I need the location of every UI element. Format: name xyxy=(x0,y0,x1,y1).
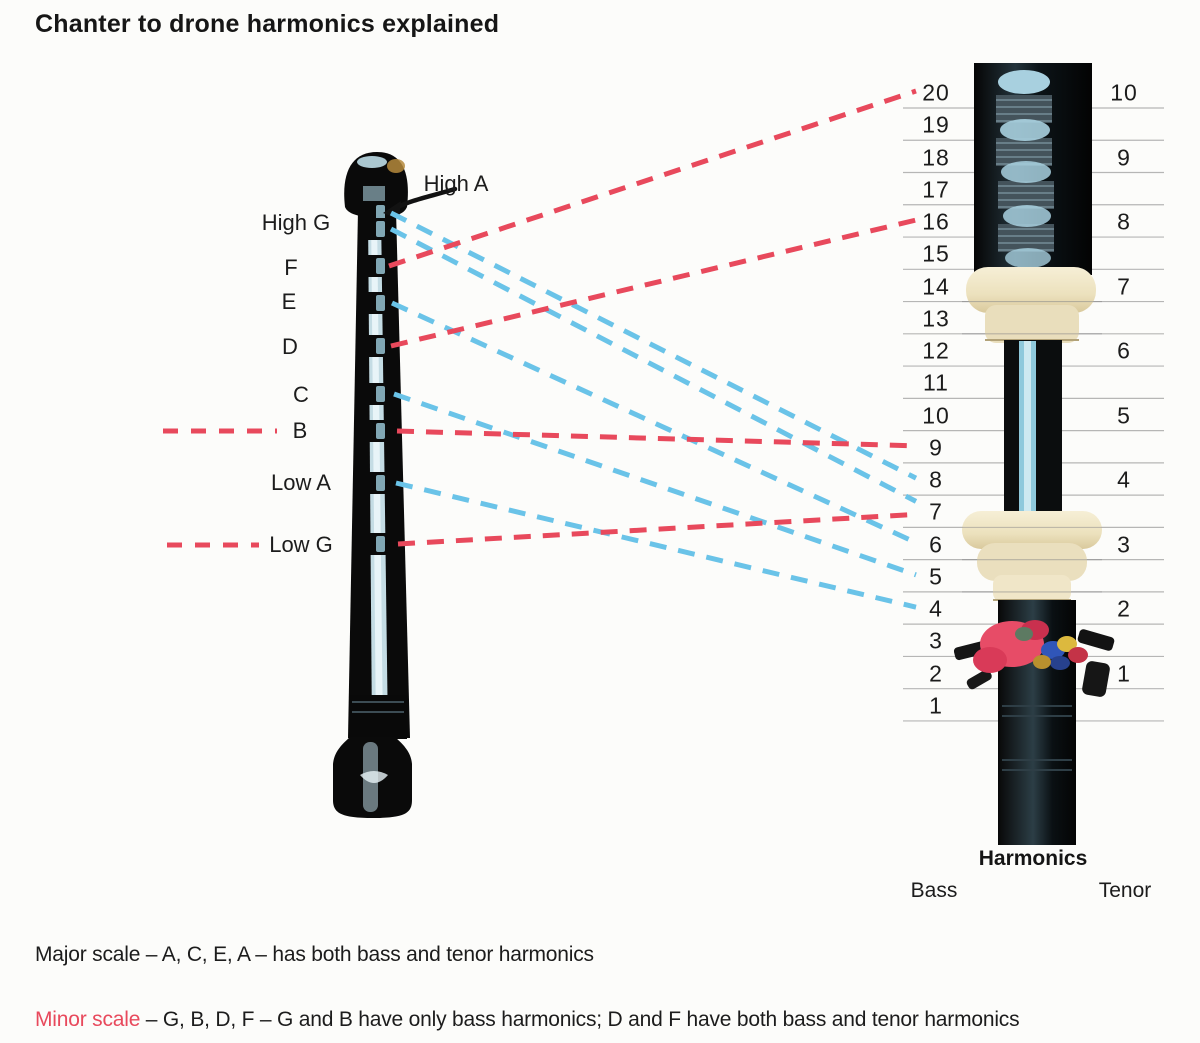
note-label-e: E xyxy=(281,289,297,314)
line-d-to-bass-16 xyxy=(390,217,917,349)
tenor-axis-label: Tenor xyxy=(1098,879,1152,902)
drone-image xyxy=(953,63,1115,845)
harmonics-title: Harmonics xyxy=(978,847,1088,870)
bass-harmonic-10: 10 xyxy=(922,402,950,429)
bass-axis-label: Bass xyxy=(910,879,958,902)
line-f-to-bass-20 xyxy=(388,88,917,269)
bass-harmonic-19: 19 xyxy=(922,111,950,138)
major-scale-caption-lead: Major scale xyxy=(35,943,141,966)
drone-lower-ivory-mount xyxy=(962,511,1102,602)
bass-harmonic-18: 18 xyxy=(922,144,950,171)
bass-harmonic-17: 17 xyxy=(922,176,950,203)
tenor-harmonic-5: 5 xyxy=(1117,402,1131,429)
bass-harmonic-2: 2 xyxy=(929,660,943,687)
minor-scale-caption: Minor scale – G, B, D, F – G and B have … xyxy=(35,1008,1020,1032)
line-e-to-bass-6 xyxy=(390,300,918,545)
bass-harmonic-4: 4 xyxy=(929,595,943,622)
chanter-holes xyxy=(364,202,390,555)
tenor-harmonic-7: 7 xyxy=(1117,273,1131,300)
minor-scale-caption-lead: Minor scale xyxy=(35,1008,141,1031)
chanter-hole-slit xyxy=(376,423,385,439)
note-label-low-g: Low G xyxy=(269,532,333,557)
bass-harmonic-11: 11 xyxy=(923,369,949,396)
chanter-bulb-tan-spot xyxy=(387,159,405,173)
line-low-a-to-bass-4 xyxy=(395,480,917,610)
chanter-bulb-highlight xyxy=(357,156,387,168)
drone-beads xyxy=(998,70,1051,268)
note-label-high-a: High A xyxy=(423,171,489,196)
major-scale-caption-text: – A, C, E, A – has both bass and tenor h… xyxy=(140,943,594,966)
chanter-bell-crescent xyxy=(360,771,388,783)
tenor-harmonic-4: 4 xyxy=(1117,466,1131,493)
drone-top-section xyxy=(974,63,1092,275)
drone-cord-tassel xyxy=(953,620,1115,697)
page-title: Chanter to drone harmonics explained xyxy=(35,10,500,38)
connection-lines xyxy=(163,88,918,610)
bass-harmonic-20: 20 xyxy=(922,79,950,106)
line-high-a-to-bass-8 xyxy=(389,210,918,481)
bass-harmonic-8: 8 xyxy=(929,466,943,493)
chanter-bulb-waist-band xyxy=(363,186,385,201)
bass-harmonic-16: 16 xyxy=(922,208,950,235)
major-scale-caption: Major scale – A, C, E, A – has both bass… xyxy=(35,943,594,967)
bass-harmonic-3: 3 xyxy=(929,627,943,654)
line-low-g-to-bass-7 xyxy=(397,511,917,547)
drone-upper-ivory-mount xyxy=(966,267,1096,343)
bass-harmonic-9: 9 xyxy=(929,434,943,461)
bass-harmonic-1: 1 xyxy=(929,692,943,719)
chanter-hole-slit xyxy=(376,295,385,311)
note-label-b: B xyxy=(292,418,308,443)
chanter-image xyxy=(333,152,412,818)
line-c-to-bass-5 xyxy=(393,391,917,578)
tenor-harmonic-9: 9 xyxy=(1117,144,1131,171)
chanter-hole-slit xyxy=(376,221,385,237)
chanter-hole-slit xyxy=(376,475,385,491)
gridlines-over-ivory xyxy=(962,301,1102,593)
note-label-c: C xyxy=(293,382,309,407)
bass-harmonic-7: 7 xyxy=(929,498,943,525)
note-label-low-a: Low A xyxy=(271,470,331,495)
chanter-hole-slit xyxy=(376,536,385,552)
tenor-harmonic-6: 6 xyxy=(1117,337,1131,364)
chanter-hole-slit xyxy=(376,386,385,402)
drone-middle-pipe xyxy=(1004,340,1062,516)
bass-harmonic-15: 15 xyxy=(922,240,950,267)
drone-bottom-pipe xyxy=(953,600,1115,845)
chanter-hole-slit xyxy=(376,338,385,354)
chanter-hole-slit xyxy=(376,205,385,221)
chanter-joint-lines xyxy=(352,701,404,713)
line-high-g-to-bass-7 xyxy=(389,226,918,504)
bass-harmonic-12: 12 xyxy=(922,337,950,364)
chanter-hole-slit xyxy=(376,258,385,274)
note-label-high-g: High G xyxy=(261,210,331,235)
tenor-harmonic-10: 10 xyxy=(1110,79,1138,106)
tenor-harmonic-8: 8 xyxy=(1117,208,1131,235)
note-label-d: D xyxy=(282,334,298,359)
minor-scale-caption-text: – G, B, D, F – G and B have only bass ha… xyxy=(140,1008,1020,1031)
note-label-f: F xyxy=(284,255,298,280)
bass-harmonic-5: 5 xyxy=(929,563,943,590)
bass-harmonic-14: 14 xyxy=(922,273,950,300)
bass-harmonic-6: 6 xyxy=(929,531,943,558)
tenor-harmonic-1: 1 xyxy=(1117,660,1131,687)
tenor-harmonic-3: 3 xyxy=(1117,531,1131,558)
bass-harmonic-13: 13 xyxy=(922,305,950,332)
tenor-harmonic-2: 2 xyxy=(1117,595,1131,622)
